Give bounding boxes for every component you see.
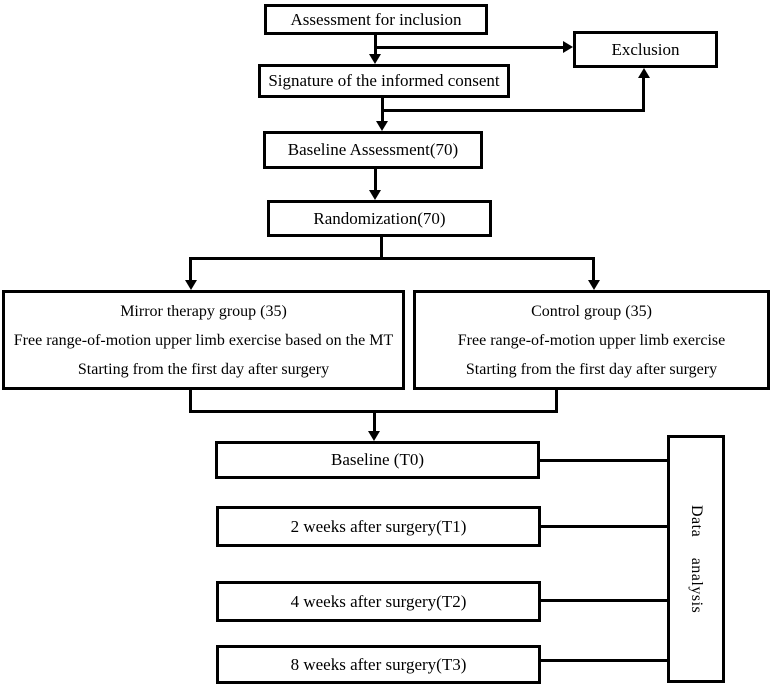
connector-t1-to-data-analysis	[541, 525, 667, 528]
connector-split-to-control-vline	[592, 259, 595, 281]
node-exclusion: Exclusion	[573, 31, 718, 68]
connector-mirror-merge-vline	[189, 390, 192, 413]
connector-signature-to-exclusion-arrowhead	[638, 68, 650, 78]
node-assessment-for-inclusion: Assessment for inclusion	[264, 4, 488, 35]
mirror-group-line-1: Mirror therapy group (35)	[120, 302, 287, 320]
control-group-line-2: Free range-of-motion upper limb exercise	[457, 331, 726, 349]
connector-randomization-stem	[380, 237, 383, 260]
connector-merge-to-t0-vline	[373, 413, 376, 433]
connector-to-exclusion-line	[376, 46, 563, 49]
mirror-group-line-2: Free range-of-motion upper limb exercise…	[13, 331, 394, 349]
connector-t0-to-data-analysis	[540, 459, 667, 462]
control-group-line-1: Control group (35)	[531, 302, 652, 320]
connector-split-to-mirror-vline	[189, 259, 192, 281]
node-baseline-t0: Baseline (T0)	[215, 441, 540, 479]
connector-merge-to-t0-arrowhead	[368, 431, 380, 441]
node-8-weeks-t3: 8 weeks after surgery(T3)	[216, 645, 541, 684]
connector-split-to-control-arrowhead	[588, 280, 600, 290]
connector-split-to-mirror-arrowhead	[185, 280, 197, 290]
connector-assessment-to-signature-arrowhead	[369, 54, 381, 64]
connector-t2-to-data-analysis	[541, 599, 667, 602]
node-mirror-therapy-group: Mirror therapy group (35) Free range-of-…	[2, 290, 405, 390]
node-control-group: Control group (35) Free range-of-motion …	[413, 290, 770, 390]
connector-to-exclusion-arrowhead	[563, 41, 573, 53]
connector-signature-to-exclusion-vline	[642, 76, 645, 112]
mirror-group-line-3: Starting from the first day after surger…	[77, 360, 330, 378]
node-baseline-assessment: Baseline Assessment(70)	[263, 131, 483, 169]
connector-signature-to-baseline-arrowhead	[376, 121, 388, 131]
connector-assessment-to-signature-line	[374, 35, 377, 56]
node-randomization: Randomization(70)	[267, 200, 492, 237]
connector-baseline-to-randomization-arrowhead	[369, 190, 381, 200]
connector-t3-to-data-analysis	[541, 659, 667, 662]
connector-signature-to-exclusion-hline	[382, 109, 645, 112]
node-4-weeks-t2: 4 weeks after surgery(T2)	[216, 581, 541, 622]
node-2-weeks-t1: 2 weeks after surgery(T1)	[216, 506, 541, 547]
connector-control-merge-vline	[555, 390, 558, 413]
control-group-line-3: Starting from the first day after surger…	[465, 360, 718, 378]
connector-merge-hline	[189, 410, 558, 413]
node-signature-informed-consent: Signature of the informed consent	[258, 64, 510, 98]
connector-baseline-to-randomization-line	[374, 169, 377, 192]
node-data-analysis: Data analysis	[667, 435, 725, 683]
connector-randomization-split-hline	[189, 257, 595, 260]
